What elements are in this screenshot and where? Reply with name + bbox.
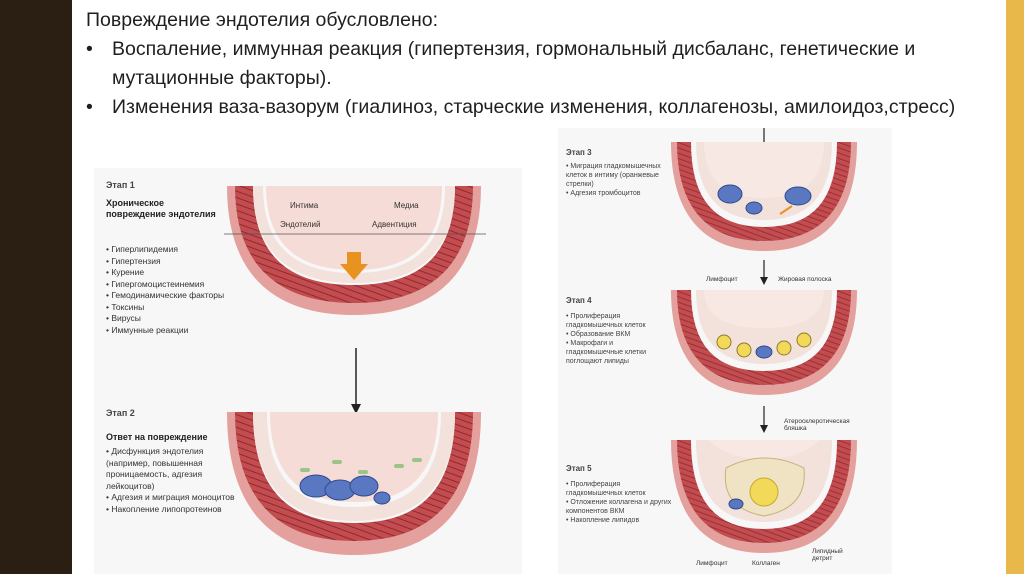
monocyte-icon [785,187,811,205]
slide-text-block: Повреждение эндотелия обусловлено: • Восп… [86,6,986,122]
callout-collagen: Коллаген [752,560,780,567]
monocyte-icon [756,346,772,358]
foam-cell-icon [797,333,811,347]
vessel-diagram-right [558,128,892,574]
lipoprotein-icon [300,468,310,472]
callout-lymphocyte-5: Лимфоцит [696,560,728,567]
callout-lipid-detritus: Липидный детрит [812,548,856,562]
callout-fatty-streak: Жировая полоска [778,276,832,283]
figure-panel-right: Этап 3 • Миграция гладкомышечных клеток … [558,128,892,574]
figure-panel-left: Этап 1 Хроническое повреждение эндотелия… [94,168,522,574]
bullet-item-2: • Изменения ваза-вазорум (гиалиноз, старч… [86,93,986,122]
foam-cell-icon [717,335,731,349]
callout-lymphocyte: Лимфоцит [706,276,738,283]
bullet-dot: • [86,35,93,64]
arrow-down-icon [760,425,768,433]
bullet-text-1: Воспаление, иммунная реакция (гипертензи… [112,38,915,89]
lipoprotein-icon [332,460,342,464]
monocyte-icon [350,476,378,496]
callout-intima: Интима [290,201,318,210]
monocyte-icon [374,492,390,504]
monocyte-icon [746,202,762,214]
lipoprotein-icon [394,464,404,468]
callout-plaque: Атеросклеротическая бляшка [784,418,864,432]
right-decor-band [1006,0,1024,574]
bullet-item-1: • Воспаление, иммунная реакция (гипертенз… [86,35,986,93]
bullet-text-2: Изменения ваза-вазорум (гиалиноз, старче… [112,96,955,118]
callout-adventitia: Адвентиция [372,220,417,229]
monocyte-icon [718,185,742,203]
left-decor-band [0,0,72,574]
lipoprotein-icon [358,470,368,474]
callout-media: Медиа [394,201,419,210]
lipoprotein-icon [412,458,422,462]
foam-cell-icon [737,343,751,357]
callout-endothelium: Эндотелий [280,220,320,229]
slide-heading: Повреждение эндотелия обусловлено: [86,6,986,35]
lymphocyte-icon [729,499,743,509]
arrow-down-icon [760,277,768,285]
foam-cell-icon [777,341,791,355]
lipid-core-icon [750,478,778,506]
bullet-dot: • [86,93,93,122]
